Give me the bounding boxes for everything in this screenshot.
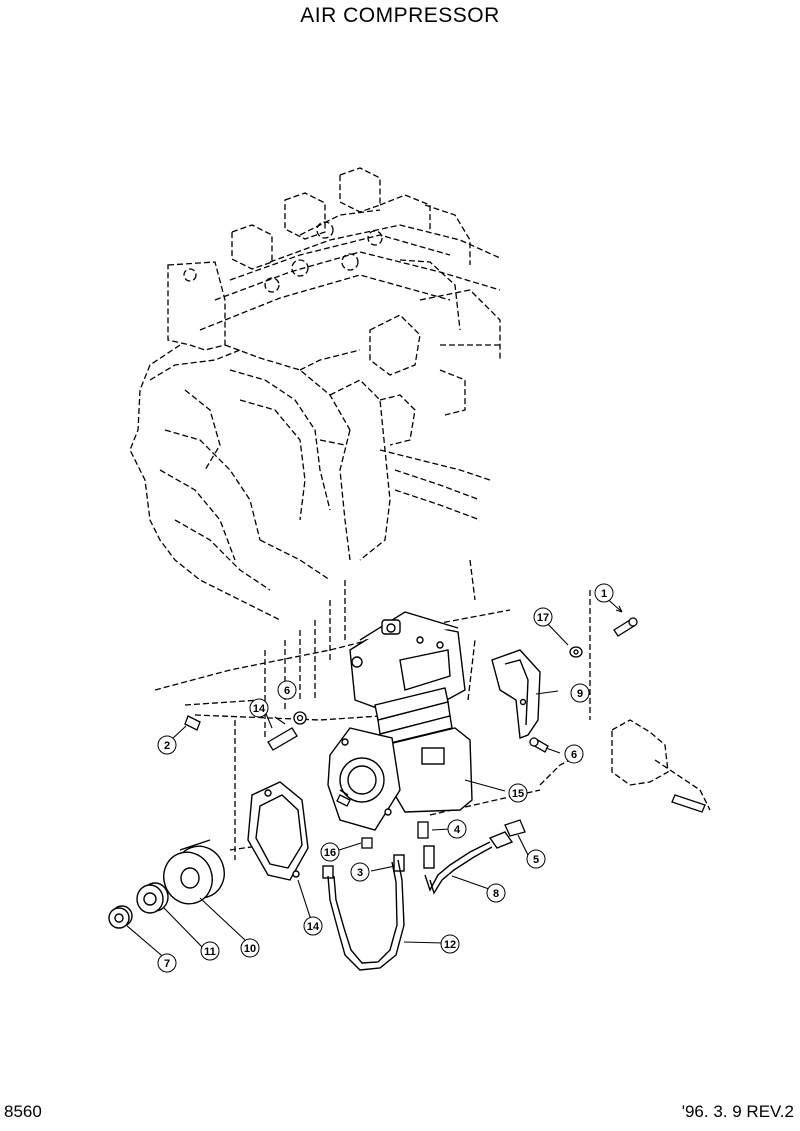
svg-text:6: 6	[571, 749, 577, 761]
callout-4a: 4	[447, 819, 467, 839]
fasteners	[184, 617, 706, 849]
callout-1: 1	[594, 583, 614, 603]
revision-date: '96. 3. 9 REV.2	[681, 1102, 794, 1121]
svg-text:1: 1	[601, 588, 607, 600]
callout-11: 11	[200, 941, 220, 961]
page-number: 8560	[4, 1102, 42, 1121]
callout-5: 6	[564, 744, 584, 764]
callout-13: 14	[303, 916, 323, 936]
drive-gear-set	[108, 839, 225, 929]
part-callouts: 1 17 2 6 14 9 6 15 4 5 16 3 8 14 10 11 7…	[157, 583, 614, 973]
callout-8: 8	[486, 883, 506, 903]
svg-text:3: 3	[357, 867, 363, 879]
callout-9: 9	[570, 683, 590, 703]
svg-text:17: 17	[537, 612, 549, 624]
callout-15: 15	[508, 783, 528, 803]
callout-3: 3	[350, 862, 370, 882]
svg-text:16: 16	[324, 847, 336, 859]
svg-text:2: 2	[164, 740, 170, 752]
callout-17: 17	[533, 607, 553, 627]
leader-lines	[125, 595, 623, 961]
svg-text:8: 8	[493, 888, 499, 900]
callout-14: 14	[249, 698, 269, 718]
svg-text:7: 7	[164, 958, 170, 970]
svg-text:5: 5	[533, 854, 539, 866]
svg-text:15: 15	[512, 788, 524, 800]
callout-12: 12	[440, 934, 460, 954]
page-title: AIR COMPRESSOR	[300, 4, 500, 27]
svg-text:10: 10	[244, 943, 256, 955]
svg-text:9: 9	[577, 688, 583, 700]
mounting-bracket	[491, 649, 541, 739]
svg-text:11: 11	[204, 946, 216, 958]
callout-7: 7	[157, 953, 177, 973]
hoses	[322, 831, 514, 971]
callout-10: 10	[240, 938, 260, 958]
engine-block-phantom	[129, 167, 711, 860]
svg-text:14: 14	[253, 703, 266, 715]
svg-text:12: 12	[444, 939, 456, 951]
callout-2: 2	[157, 735, 177, 755]
svg-text:4: 4	[454, 824, 461, 836]
svg-text:6: 6	[284, 685, 290, 697]
gasket	[247, 781, 309, 881]
callout-16: 16	[320, 842, 340, 862]
callout-6: 6	[277, 680, 297, 700]
callout-4b: 5	[526, 849, 546, 869]
svg-text:14: 14	[307, 921, 320, 933]
